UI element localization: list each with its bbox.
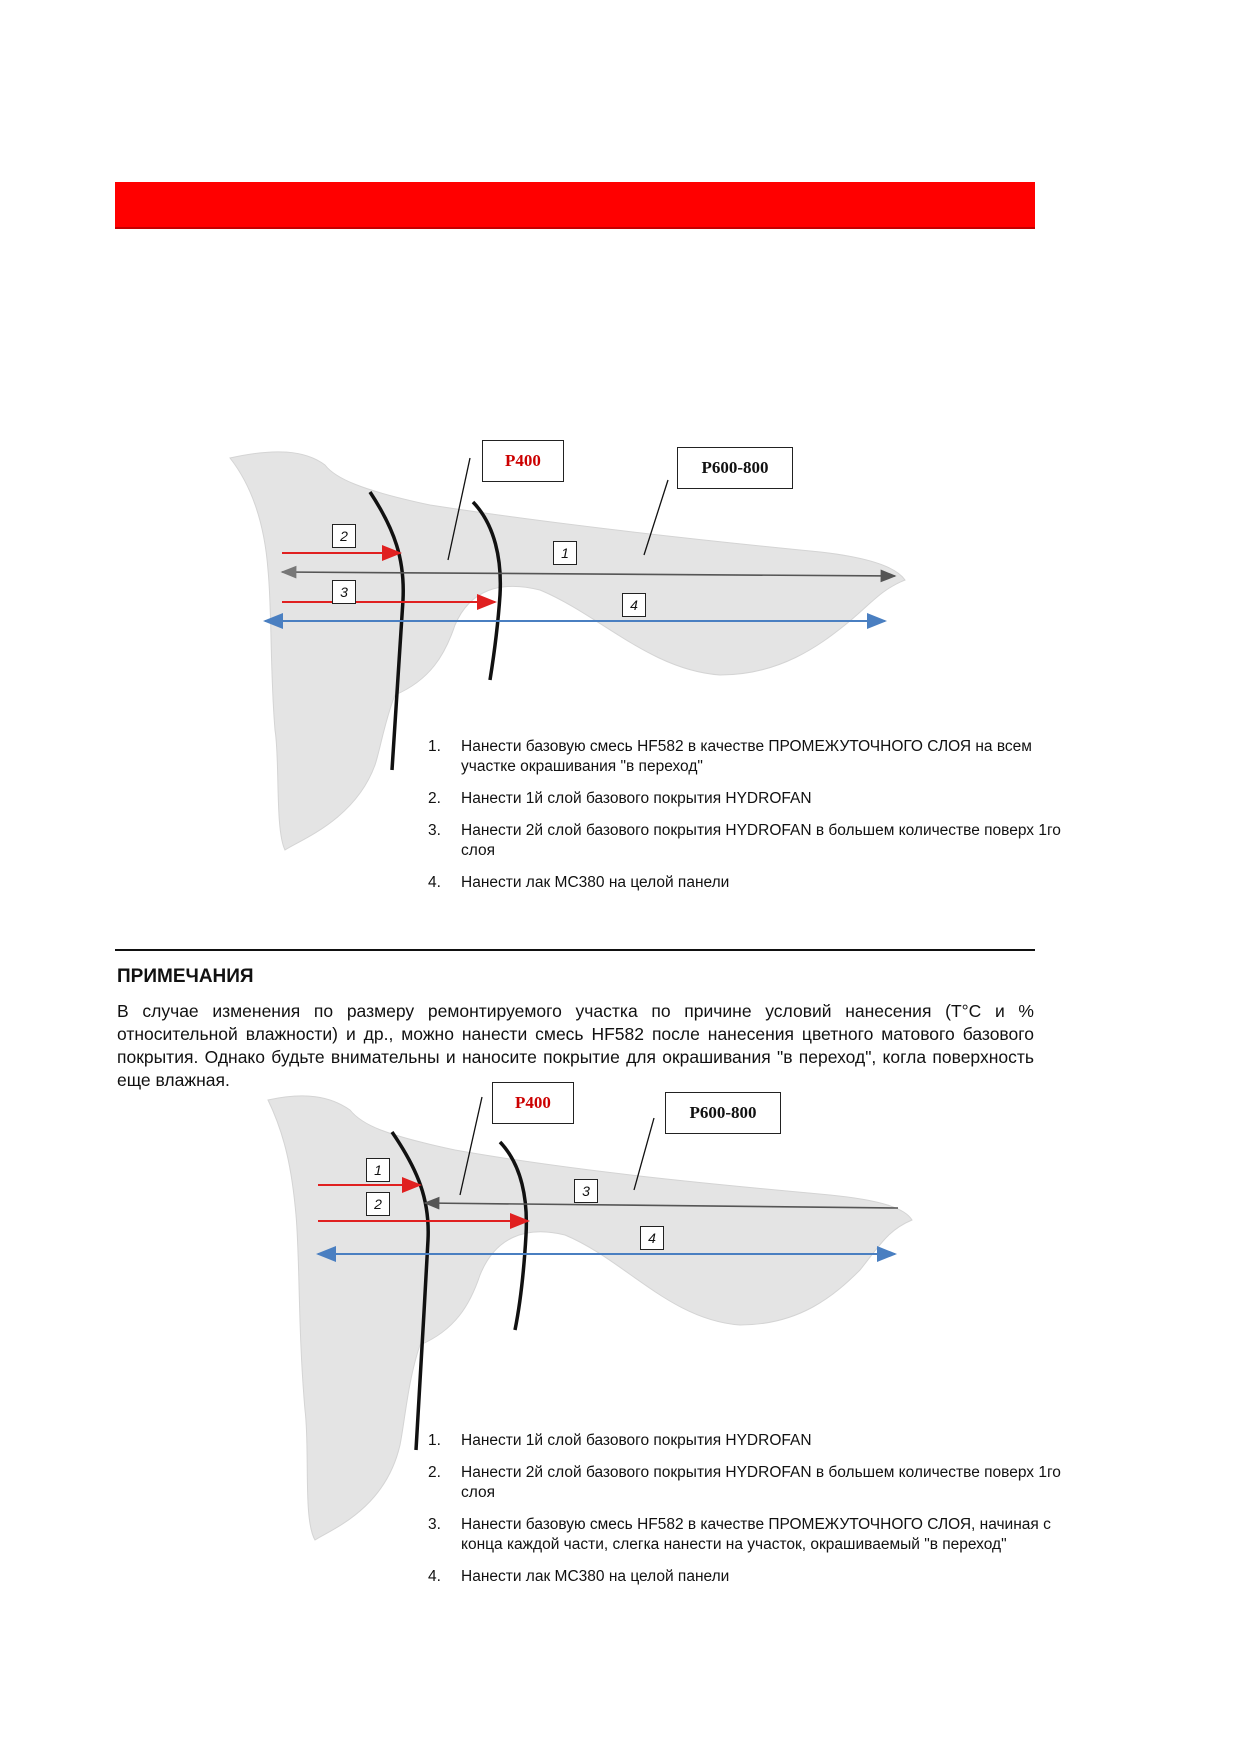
section-divider — [115, 949, 1035, 951]
leader-line-p600 — [633, 1117, 655, 1191]
step-text: Нанести 1й слой базового покрытия HYDROF… — [461, 790, 812, 807]
notes-heading: ПРИМЕЧАНИЯ — [117, 966, 254, 987]
masking-line-1 — [368, 491, 405, 771]
grit-label-p600-800: P600-800 — [677, 447, 793, 489]
grit-label-p400: P400 — [492, 1082, 574, 1124]
fender-diagram-1: P400 P600-800 2 1 3 4 1. Нанести базовую … — [0, 430, 1240, 910]
fender-illustration-2 — [267, 1095, 913, 1541]
arrow-3-gray — [423, 1196, 899, 1210]
marker-2: 2 — [332, 524, 356, 548]
grit-label-p600-800: P600-800 — [665, 1092, 781, 1134]
marker-3: 3 — [574, 1179, 598, 1203]
step-item: 1. Нанести 1й слой базового покрытия HYDR… — [428, 1431, 1061, 1451]
arrow-1-gray — [280, 565, 897, 583]
marker-4: 4 — [622, 593, 646, 617]
step-number: 3. — [428, 1516, 441, 1533]
notes-paragraph: В случае изменения по размеру ремонтируе… — [117, 1001, 1034, 1090]
step-text: Нанести базовую смесь HF582 в качестве П… — [461, 738, 1032, 775]
step-number: 1. — [428, 1432, 441, 1449]
step-item: 3. Нанести 2й слой базового покрытия HYDR… — [428, 821, 1061, 861]
leader-line-p600 — [643, 479, 669, 556]
step-number: 2. — [428, 1464, 441, 1481]
leader-line-p400 — [447, 457, 471, 561]
step-text: Нанести лак MC380 на целой панели — [461, 1568, 730, 1585]
step-item: 1. Нанести базовую смесь HF582 в качестве… — [428, 737, 1061, 777]
step-list-2: 1. Нанести 1й слой базового покрытия HYDR… — [428, 1431, 1061, 1599]
step-text: Нанести базовую смесь HF582 в качестве П… — [461, 1516, 1051, 1553]
grit-label-p400: P400 — [482, 440, 564, 482]
step-text: Нанести 2й слой базового покрытия HYDROF… — [461, 1464, 1061, 1501]
step-text: Нанести 1й слой базового покрытия HYDROF… — [461, 1432, 812, 1449]
step-text: Нанести лак MC380 на целой панели — [461, 874, 730, 891]
fender-illustration-1 — [229, 451, 906, 851]
step-item: 2. Нанести 1й слой базового покрытия HYDR… — [428, 789, 1061, 809]
step-number: 4. — [428, 1568, 441, 1585]
step-item: 4. Нанести лак MC380 на целой панели — [428, 873, 1061, 893]
marker-2: 2 — [366, 1192, 390, 1216]
step-number: 1. — [428, 738, 441, 755]
step-item: 4. Нанести лак MC380 на целой панели — [428, 1567, 1061, 1587]
step-number: 2. — [428, 790, 441, 807]
marker-1: 1 — [553, 541, 577, 565]
step-list-1: 1. Нанести базовую смесь HF582 в качестве… — [428, 737, 1061, 905]
header-color-bar — [115, 182, 1035, 229]
fender-diagram-2: P400 P600-800 1 3 2 4 1. Нанести 1й слой … — [0, 1080, 1240, 1640]
masking-line-2 — [498, 1140, 529, 1331]
leader-line-p400 — [459, 1096, 483, 1196]
marker-4: 4 — [640, 1226, 664, 1250]
marker-3: 3 — [332, 580, 356, 604]
step-number: 3. — [428, 822, 441, 839]
step-number: 4. — [428, 874, 441, 891]
marker-1: 1 — [366, 1158, 390, 1182]
masking-line-2 — [471, 500, 503, 681]
step-item: 2. Нанести 2й слой базового покрытия HYDR… — [428, 1463, 1061, 1503]
step-text: Нанести 2й слой базового покрытия HYDROF… — [461, 822, 1061, 859]
step-item: 3. Нанести базовую смесь HF582 в качестве… — [428, 1515, 1061, 1555]
